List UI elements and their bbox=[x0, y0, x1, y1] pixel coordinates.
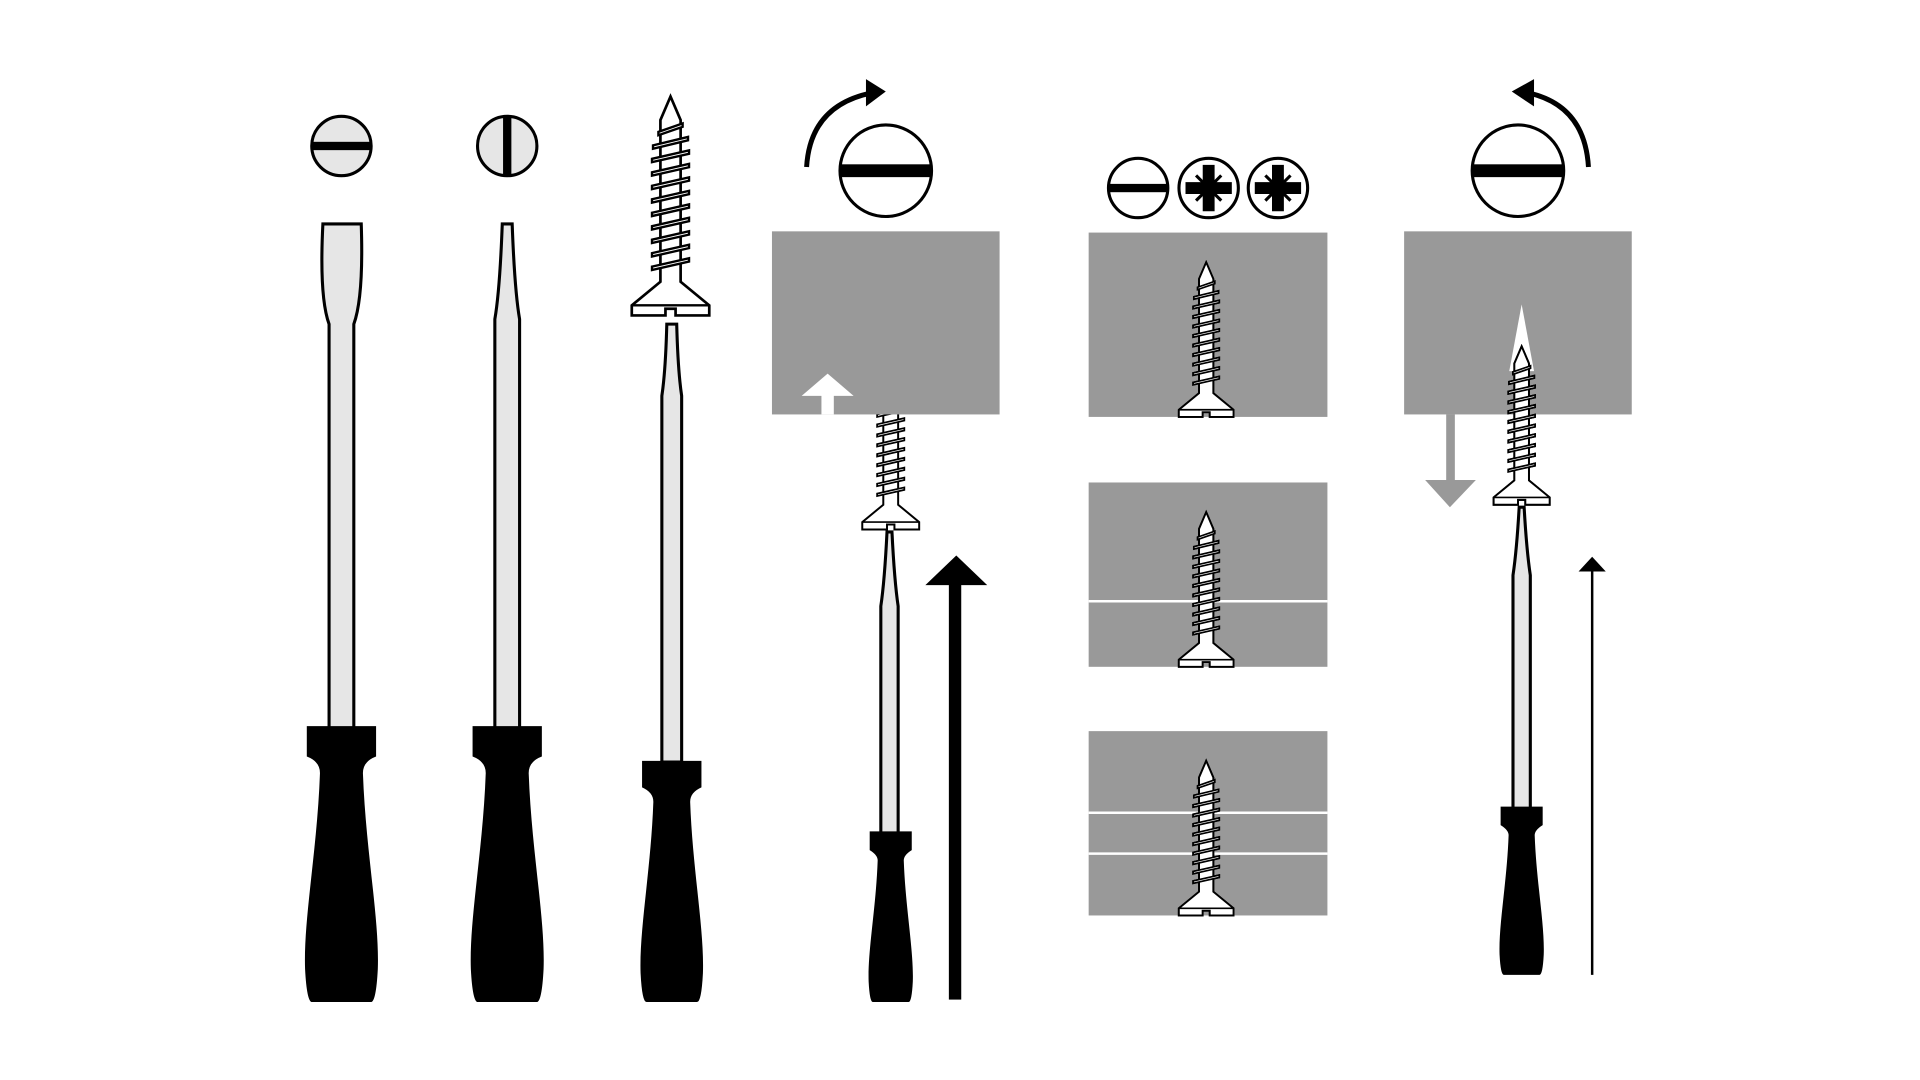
arc bbox=[804, 90, 873, 168]
shaft-6 bbox=[1511, 505, 1532, 811]
screw-loose bbox=[630, 95, 711, 317]
pull-arrow-head bbox=[1578, 556, 1606, 572]
flat-shaft-wide bbox=[320, 222, 364, 732]
slotted-screw-head-vertical-icon bbox=[475, 114, 539, 178]
slot bbox=[503, 116, 512, 176]
star-mark bbox=[1264, 174, 1280, 190]
slot bbox=[311, 141, 372, 151]
screw-head-large bbox=[838, 123, 934, 219]
handle-4 bbox=[868, 831, 913, 1003]
slotted-screw-head-icon bbox=[1106, 156, 1170, 220]
screw-head-large-2 bbox=[1470, 123, 1566, 219]
slot bbox=[1108, 183, 1168, 193]
star-mark bbox=[1194, 174, 1210, 190]
hole-highlight bbox=[1509, 304, 1535, 372]
rotate-clockwise-arrow-icon bbox=[804, 79, 886, 168]
screw-body bbox=[630, 95, 711, 317]
slotted-screw-head-icon bbox=[310, 114, 373, 178]
star-mark bbox=[1207, 186, 1223, 202]
shaft-4 bbox=[879, 530, 900, 836]
rotate-counterclockwise-arrow-icon bbox=[1511, 79, 1591, 168]
slot bbox=[840, 164, 932, 178]
star-mark bbox=[1276, 186, 1292, 202]
star-mark bbox=[1276, 174, 1292, 190]
arrow-down-icon bbox=[1425, 414, 1476, 508]
push-arrow-shaft bbox=[948, 581, 962, 1000]
star-mark bbox=[1264, 186, 1280, 202]
handle-1 bbox=[304, 726, 378, 1003]
slot bbox=[1472, 164, 1564, 178]
handle-6 bbox=[1499, 806, 1544, 975]
star-mark bbox=[1207, 174, 1223, 190]
material-block bbox=[771, 231, 1000, 415]
handle-2 bbox=[470, 726, 544, 1003]
shaft-3 bbox=[660, 322, 684, 764]
flat-shaft-narrow bbox=[493, 222, 522, 732]
handle-3 bbox=[640, 760, 704, 1003]
arrow-up-icon bbox=[801, 373, 854, 415]
arrow-head bbox=[1511, 79, 1535, 107]
star-mark bbox=[1194, 186, 1210, 202]
arrow-head bbox=[865, 79, 886, 107]
push-arrow-head bbox=[925, 555, 988, 586]
arc bbox=[1527, 90, 1591, 168]
pozidriv-screw-head-icon bbox=[1246, 156, 1310, 220]
pozidriv-screw-head-icon bbox=[1177, 156, 1240, 220]
